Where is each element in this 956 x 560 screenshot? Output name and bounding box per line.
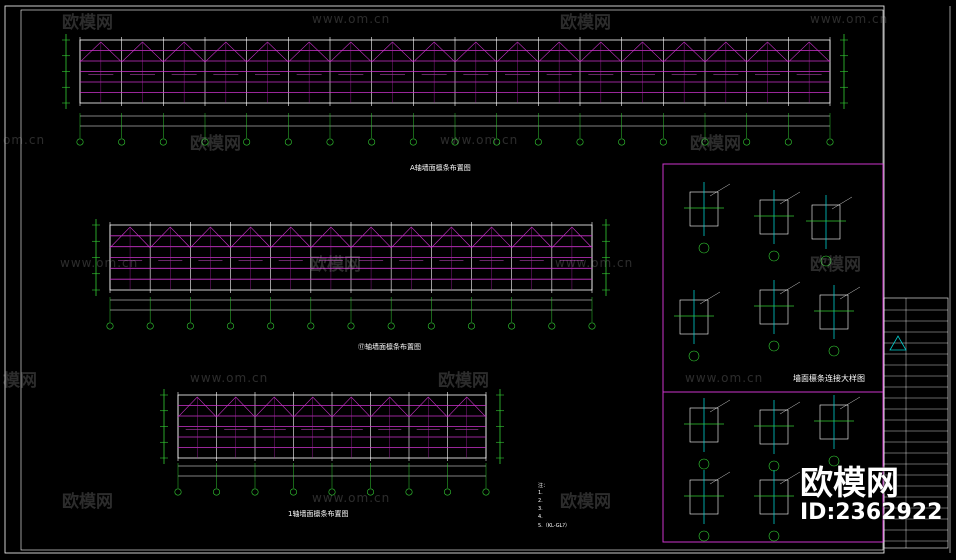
detail-bubble: [768, 530, 780, 542]
grid-bubble: [368, 138, 376, 146]
title-block-lines: [884, 298, 948, 548]
grid-bubble: [243, 138, 251, 146]
elevation-caption: 1轴墙面檩条布置图: [288, 510, 349, 518]
grid-bubble: [146, 322, 154, 330]
grid-bubble: [366, 488, 374, 496]
detail-title: 墙面檩条连接大样图: [793, 374, 865, 383]
grid-bubble: [482, 488, 490, 496]
notes-line: 2.: [538, 498, 543, 504]
elevation-caption: ⑰轴墙面檩条布置图: [358, 343, 421, 351]
grid-bubble: [508, 322, 516, 330]
title-block: [883, 297, 949, 549]
grid-bubble: [576, 138, 584, 146]
grid-bubble: [186, 322, 194, 330]
elevation-a: [62, 34, 848, 146]
grid-bubble: [467, 322, 475, 330]
grid-bubble: [493, 138, 501, 146]
grid-bubble: [659, 138, 667, 146]
grid-bubble: [227, 322, 235, 330]
grid-bubble: [405, 488, 413, 496]
grid-bubble: [289, 488, 297, 496]
grid-bubble: [701, 138, 709, 146]
grid-bubble: [76, 138, 84, 146]
grid-bubble: [201, 138, 209, 146]
grid-bubble: [387, 322, 395, 330]
grid-bubble: [784, 138, 792, 146]
grid-bubble: [548, 322, 556, 330]
detail-bubble: [768, 340, 780, 352]
detail-panel-border: [662, 163, 884, 543]
grid-bubble: [326, 138, 334, 146]
logo-id-text: ID:2362922: [800, 500, 943, 525]
grid-bubble: [118, 138, 126, 146]
detail-bubble: [820, 255, 832, 267]
notes-line: 注：: [538, 483, 549, 489]
elevation-b: [92, 219, 610, 330]
detail-bubble: [828, 455, 840, 467]
grid-bubble: [159, 138, 167, 146]
grid-bubble: [618, 138, 626, 146]
grid-bubble: [251, 488, 259, 496]
detail-sketches: [674, 182, 861, 542]
sheet-border: [4, 5, 885, 554]
elevation-c: [160, 389, 504, 496]
grid-bubble: [284, 138, 292, 146]
grid-bubble: [267, 322, 275, 330]
grid-bubble: [174, 488, 182, 496]
company-logo-mark: [889, 335, 907, 351]
grid-bubble: [213, 488, 221, 496]
grid-bubble: [588, 322, 596, 330]
grid-bubble: [328, 488, 336, 496]
grid-bubble: [443, 488, 451, 496]
notes-line: 3.: [538, 506, 543, 512]
grid-bubble: [307, 322, 315, 330]
notes-line: 4.: [538, 514, 543, 520]
elevation-caption: A轴墙面檩条布置图: [410, 164, 471, 172]
grid-bubble: [106, 322, 114, 330]
grid-bubble: [826, 138, 834, 146]
notes-line: 1.: [538, 490, 543, 496]
detail-bubble: [698, 530, 710, 542]
detail-bubble: [688, 350, 700, 362]
grid-bubble: [534, 138, 542, 146]
detail-bubble: [698, 242, 710, 254]
notes-line: 5.（KL-GL?）: [538, 523, 571, 529]
grid-bubble: [743, 138, 751, 146]
brand-logo: 欧模网: [800, 463, 899, 502]
grid-bubble: [427, 322, 435, 330]
detail-bubble: [828, 345, 840, 357]
detail-bubble: [698, 458, 710, 470]
detail-bubble: [768, 250, 780, 262]
grid-bubble: [347, 322, 355, 330]
grid-bubble: [451, 138, 459, 146]
grid-bubble: [409, 138, 417, 146]
